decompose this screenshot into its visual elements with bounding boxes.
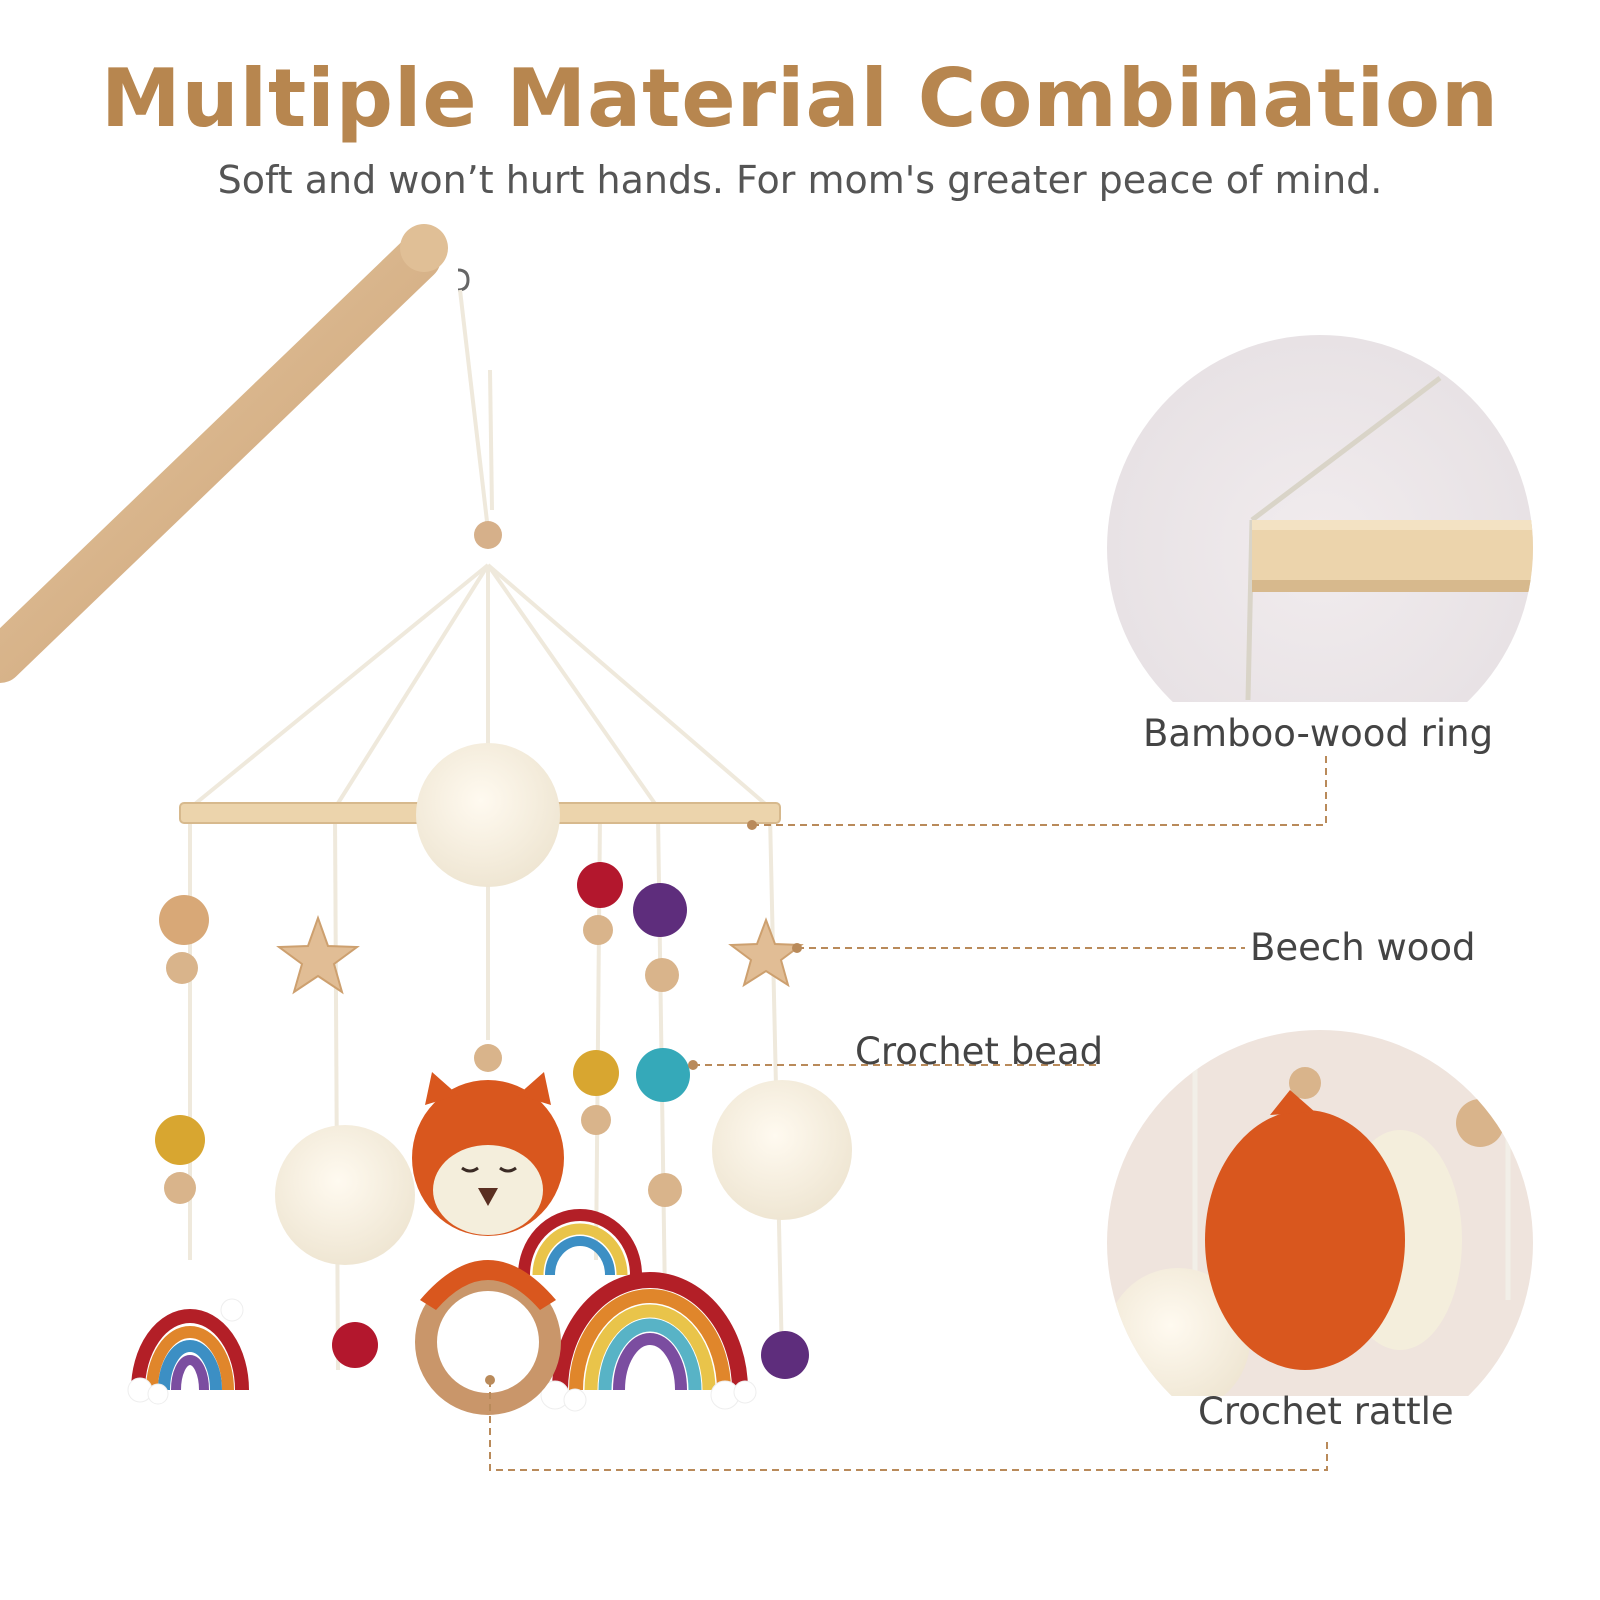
closeup-bamboo-ring (1107, 335, 1533, 702)
crochet-beads (155, 862, 809, 1379)
callout-beech-wood: Beech wood (1250, 926, 1476, 969)
beech-wood-stars (276, 915, 804, 995)
headline: Multiple Material Combination (101, 52, 1499, 145)
closeup-crochet-rattle (1107, 1030, 1533, 1396)
callout-leader-lines (489, 752, 1328, 1471)
hook-icon (457, 268, 470, 292)
wooden-arm (0, 224, 470, 683)
rainbow-clouds (127, 1298, 757, 1412)
top-bead (474, 521, 502, 549)
callout-crochet-rattle: Crochet rattle (1198, 1390, 1454, 1433)
rainbows (131, 1209, 748, 1391)
pom-poms (275, 743, 852, 1265)
subheadline: Soft and won’t hurt hands. For mom's gre… (217, 158, 1383, 202)
fox-rattle (412, 1044, 564, 1415)
callout-crochet-bead: Crochet bead (855, 1030, 1104, 1073)
callout-anchor-dots (485, 820, 802, 1385)
callout-bamboo-wood-ring: Bamboo-wood ring (1143, 712, 1494, 755)
